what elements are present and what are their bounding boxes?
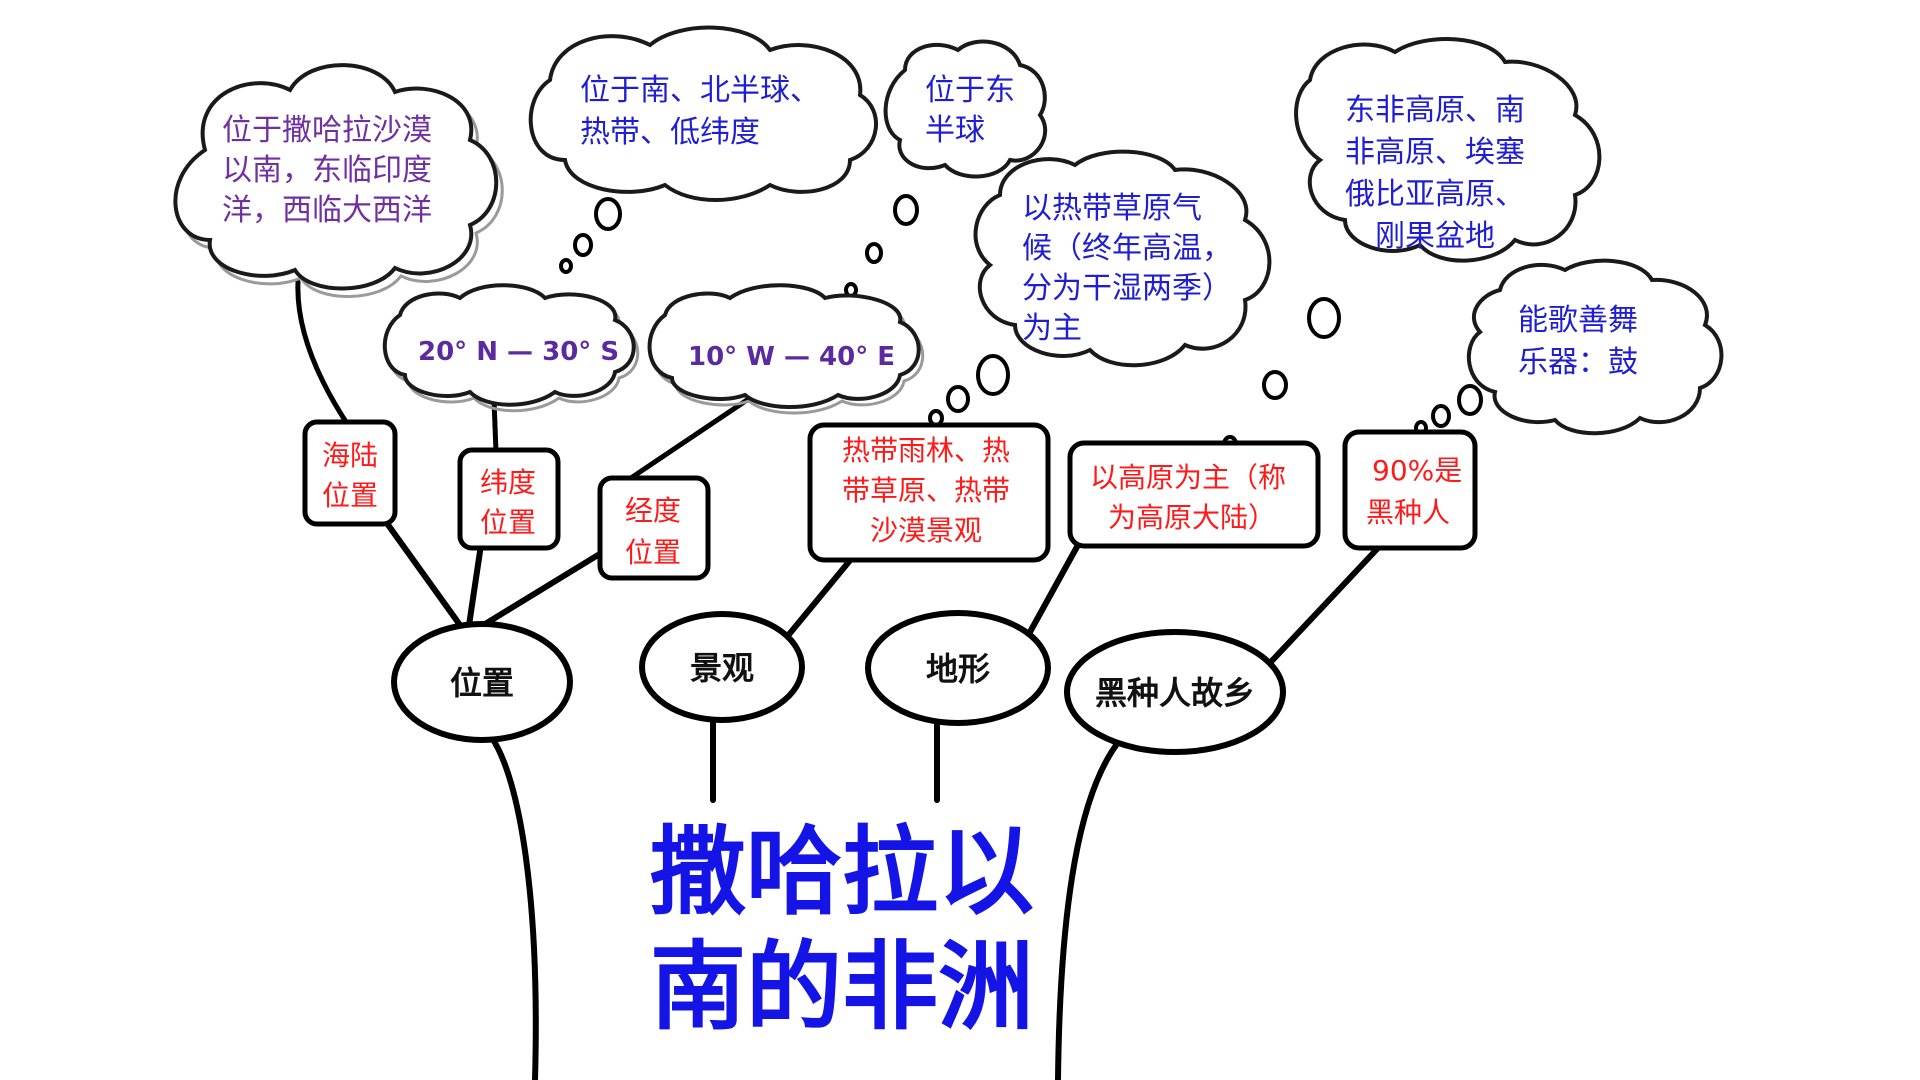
bubble-circle: [594, 197, 622, 231]
branch-sea-land: [383, 519, 468, 635]
trunk-right-line: [1055, 737, 1123, 1080]
node-label: 景观: [690, 649, 754, 687]
cloud-text-line: 为主: [1022, 311, 1082, 346]
bubble-circle: [1307, 297, 1341, 339]
cloud-text-line: 分为干湿两季）: [1022, 271, 1232, 306]
branch-homeland: [1265, 545, 1381, 668]
node-position: 位置: [391, 621, 573, 743]
bubble-circle: [1262, 370, 1288, 400]
box-latitude: 纬度 位置: [457, 447, 561, 551]
cloud-text-line: 位于东: [925, 73, 1015, 108]
bubble-circle: [573, 233, 593, 257]
box-text-line: 为高原大陆）: [1108, 501, 1276, 534]
bubble-circle: [976, 354, 1010, 396]
box-text-line: 经度: [625, 494, 681, 527]
link-sea-land-cloud: [295, 279, 353, 431]
topic-nodes: 位置 景观 地形 黑种人故乡: [391, 610, 1286, 755]
cloud-sea-land: 位于撒哈拉沙漠 以南，东临印度 洋，西临大西洋: [173, 63, 504, 298]
cloud-east: 位于东 半球: [883, 39, 1048, 179]
cloud-text-line: 候（终年高温，: [1022, 231, 1232, 266]
latitude-range-text: 20° N — 30° S: [418, 337, 619, 367]
box-text-line: 热带雨林、热: [842, 434, 1010, 467]
box-text-line: 带草原、热带: [842, 474, 1010, 507]
cloud-text-line: 以南，东临印度: [222, 153, 432, 188]
cloud-hemisphere: 位于南、北半球、 热带、低纬度: [528, 25, 878, 202]
node-terrain: 地形: [865, 610, 1051, 726]
branch-longitude: [469, 552, 601, 635]
branches: [295, 279, 1381, 668]
cloud-climate: 以热带草原气 候（终年高温， 分为干湿两季） 为主: [973, 149, 1272, 368]
cloud-lon-range: 10° W — 40° E: [647, 283, 925, 415]
bubble-circle: [559, 258, 573, 274]
node-label: 地形: [926, 650, 990, 688]
cloud-lat-range: 20° N — 30° S: [382, 283, 640, 413]
node-landscape: 景观: [639, 611, 805, 723]
box-text-line: 黑种人: [1366, 496, 1450, 529]
node-homeland: 黑种人故乡: [1064, 629, 1286, 755]
cloud-text-line: 刚果盆地: [1375, 219, 1495, 254]
clouds: 位于撒哈拉沙漠 以南，东临印度 洋，西临大西洋 位于南、北半球、 热带、低纬度 …: [173, 25, 1724, 436]
bubble-circle: [865, 242, 883, 264]
bubble-circle: [893, 194, 919, 226]
cloud-text-line: 俄比亚高原、: [1345, 177, 1525, 212]
cloud-text-line: 乐器：鼓: [1518, 345, 1638, 380]
label-boxes: 海陆 位置 纬度 位置 经度 位置 热带雨林、热 带草原、热带 沙漠景观 以高原…: [302, 419, 1478, 581]
branch-landscape: [783, 555, 855, 641]
box-text-line: 位置: [480, 506, 536, 539]
box-landscape-types: 热带雨林、热 带草原、热带 沙漠景观: [807, 422, 1051, 563]
branch-terrain: [1027, 542, 1081, 635]
box-text-line: 以高原为主（称: [1090, 461, 1286, 494]
cloud-text-line: 非高原、埃塞: [1345, 135, 1525, 170]
cloud-text-line: 位于南、北半球、: [580, 73, 820, 108]
cloud-text-line: 热带、低纬度: [580, 115, 760, 150]
box-black-people: 90%是 黑种人: [1342, 429, 1478, 551]
trunk: [489, 715, 1123, 1080]
cloud-music: 能歌善舞 乐器：鼓: [1466, 258, 1724, 436]
cloud-text-line: 洋，西临大西洋: [222, 193, 432, 228]
box-text-line: 位置: [322, 479, 378, 512]
node-label: 黑种人故乡: [1095, 674, 1255, 712]
cloud-text-line: 东非高原、南: [1345, 93, 1525, 128]
box-text-line: 海陆: [322, 439, 378, 472]
cloud-text-line: 能歌善舞: [1518, 303, 1638, 338]
thought-bubbles: [559, 194, 1483, 453]
longitude-range-text: 10° W — 40° E: [688, 342, 895, 372]
box-text-line: 沙漠景观: [870, 514, 982, 547]
cloud-text-line: 以热带草原气: [1022, 191, 1202, 226]
box-text-line: 90%是: [1372, 454, 1462, 487]
title-line-1: 撒哈拉以: [650, 816, 1034, 928]
trunk-left-line: [489, 735, 539, 1080]
link-longitude-cloud: [625, 395, 753, 483]
cloud-plateaus: 东非高原、南 非高原、埃塞 俄比亚高原、 刚果盆地: [1294, 37, 1602, 263]
node-label: 位置: [450, 664, 514, 702]
cloud-text-line: 半球: [925, 113, 985, 148]
box-text-line: 位置: [625, 536, 681, 569]
branch-latitude: [465, 535, 485, 635]
title-line-2: 南的非洲: [650, 931, 1034, 1043]
box-sea-land: 海陆 位置: [302, 419, 398, 527]
bubble-circle: [946, 385, 970, 413]
bubble-circle: [1431, 404, 1451, 428]
diagram-title: 撒哈拉以 南的非洲: [650, 816, 1034, 1043]
cloud-text-line: 位于撒哈拉沙漠: [222, 113, 432, 148]
box-longitude: 经度 位置: [597, 475, 711, 581]
box-text-line: 纬度: [480, 466, 536, 499]
box-plateau: 以高原为主（称 为高原大陆）: [1067, 440, 1321, 549]
bubble-circle: [1457, 384, 1483, 416]
